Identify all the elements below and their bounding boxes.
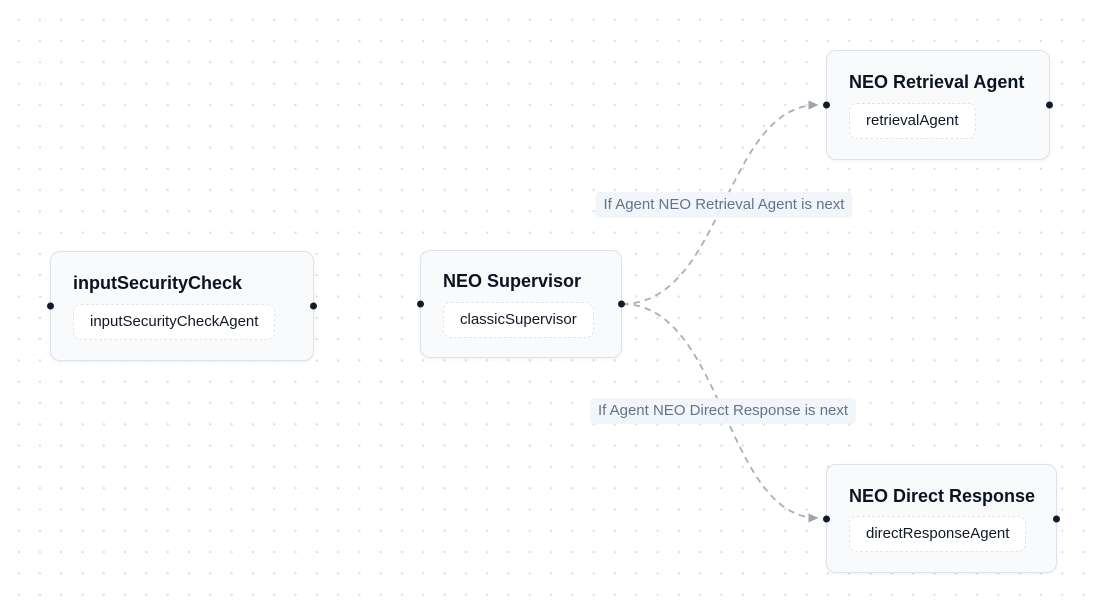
source-handle[interactable] [310, 302, 317, 310]
agent-chip: classicSupervisor [443, 301, 594, 338]
node-neo-direct-response[interactable]: NEO Direct Response directResponseAgent [823, 464, 1060, 573]
source-handle[interactable] [1046, 101, 1053, 109]
node-input-security-check[interactable]: inputSecurityCheck inputSecurityCheckAge… [47, 251, 317, 361]
target-handle[interactable] [47, 302, 54, 310]
node-title: NEO Retrieval Agent [849, 72, 1025, 93]
node-title: inputSecurityCheck [73, 273, 243, 294]
node-title: NEO Supervisor [443, 271, 582, 292]
target-handle[interactable] [823, 515, 830, 522]
node-neo-supervisor[interactable]: NEO Supervisor classicSupervisor [417, 250, 625, 358]
target-handle[interactable] [823, 101, 830, 109]
agent-chip: retrievalAgent [849, 102, 976, 139]
target-handle[interactable] [417, 300, 424, 308]
agent-chip: inputSecurityCheckAgent [73, 303, 276, 340]
agent-chip: directResponseAgent [849, 516, 1027, 553]
node-neo-retrieval-agent[interactable]: NEO Retrieval Agent retrievalAgent [823, 50, 1053, 160]
source-handle[interactable] [1053, 515, 1060, 522]
edge-condition-label-retrieval[interactable]: If Agent NEO Retrieval Agent is next [595, 192, 853, 218]
source-handle[interactable] [618, 300, 625, 308]
edge-condition-label-direct-response[interactable]: If Agent NEO Direct Response is next [589, 398, 857, 424]
node-title: NEO Direct Response [849, 485, 1036, 506]
